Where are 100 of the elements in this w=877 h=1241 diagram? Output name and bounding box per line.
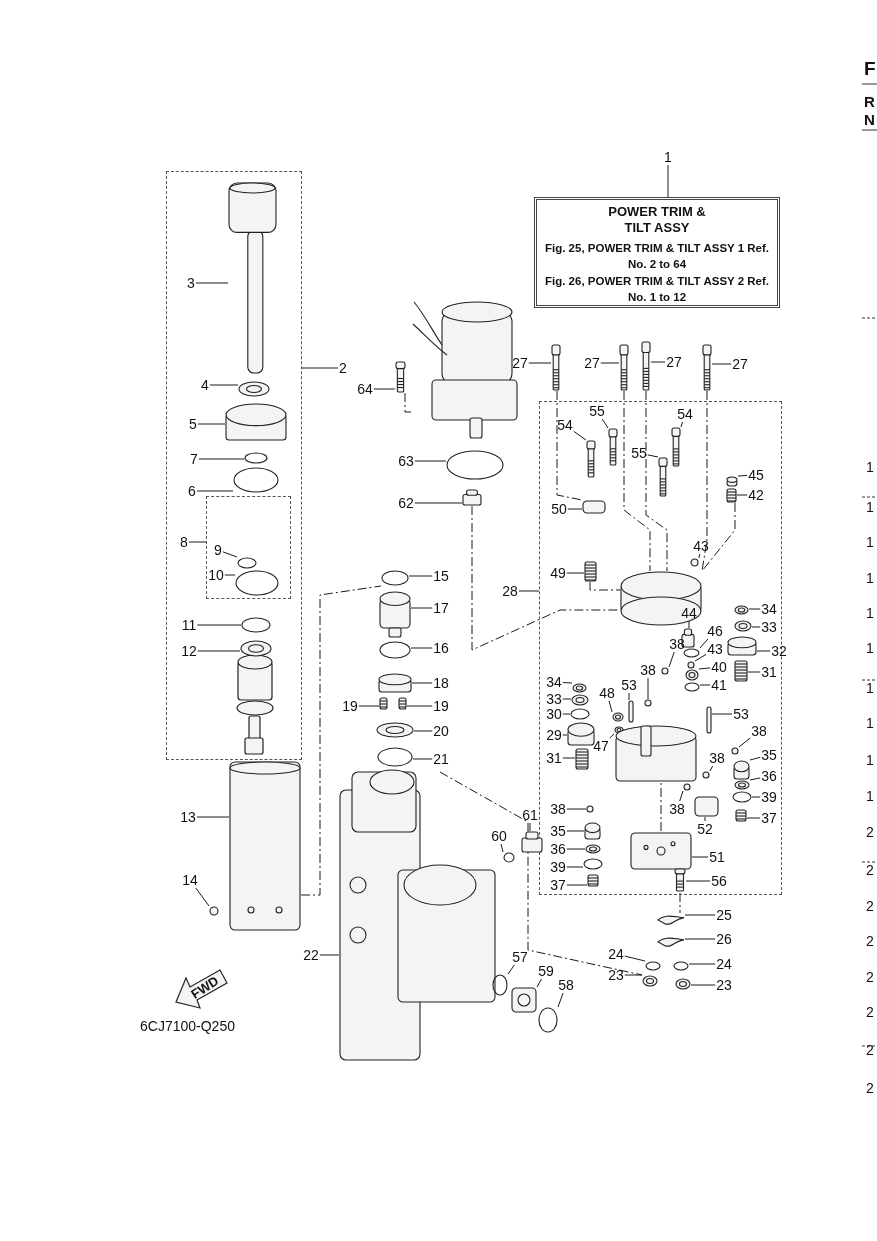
manifold-drawing	[620, 571, 702, 626]
callout-number: 7	[190, 452, 198, 466]
washer-drawing	[571, 694, 589, 706]
bolt-drawing	[671, 427, 681, 467]
callout-number: 43	[693, 539, 709, 553]
leader-line	[358, 705, 380, 707]
table-row-number: 1	[866, 788, 874, 804]
centerline	[679, 892, 681, 914]
leader-line	[562, 682, 573, 684]
plug-drawing	[521, 831, 543, 853]
bolt-drawing	[674, 868, 686, 892]
callout-number: 11	[181, 618, 197, 632]
callout-number: 10	[208, 568, 224, 582]
leader-line	[698, 667, 711, 670]
callout-number: 38	[669, 802, 685, 816]
leader-line	[704, 816, 706, 822]
callout-number: 14	[182, 873, 198, 887]
washer-drawing	[734, 620, 752, 632]
o-ring-drawing	[241, 617, 271, 633]
table-row-number: 2	[866, 1080, 874, 1096]
valve-drawing	[511, 987, 537, 1013]
callout-number: 23	[608, 968, 624, 982]
plate-drawing	[694, 796, 719, 817]
leader-line	[566, 866, 584, 868]
callout-number: 38	[669, 637, 685, 651]
table-row-number: 2	[866, 824, 874, 840]
callout-number: 31	[761, 665, 777, 679]
bolt-drawing	[658, 457, 668, 497]
leader-line	[736, 494, 748, 496]
leader-line	[573, 430, 587, 441]
callout-number: 47	[593, 739, 609, 753]
callout-number: 20	[433, 724, 449, 738]
cylinder-drawing	[229, 761, 301, 931]
leader-line	[562, 698, 572, 700]
callout-number: 21	[433, 752, 449, 766]
callout-number: 59	[538, 964, 554, 978]
table-row-number: 2	[866, 1042, 874, 1058]
callout-number: 31	[546, 751, 562, 765]
callout-number: 19	[433, 699, 449, 713]
leader-line	[667, 164, 669, 198]
callout-number: 27	[512, 356, 528, 370]
washer-drawing	[685, 669, 699, 681]
callout-number: 26	[716, 932, 732, 946]
callout-number: 63	[398, 454, 414, 468]
spring-drawing	[734, 660, 748, 682]
leader-line	[198, 458, 245, 460]
valve-cap-drawing	[733, 760, 750, 780]
o-ring-drawing	[235, 570, 279, 596]
callout-number: 37	[550, 878, 566, 892]
leader-line	[650, 361, 666, 363]
leader-line	[608, 700, 613, 713]
callout-number: 54	[677, 407, 693, 421]
callout-number: 51	[709, 850, 725, 864]
spring-drawing	[398, 697, 407, 710]
callout-number: 6	[188, 484, 196, 498]
leader-line	[412, 758, 433, 760]
washer-drawing	[675, 978, 691, 990]
callout-number: 40	[711, 660, 727, 674]
leader-line	[566, 808, 587, 810]
table-row-number: 2	[866, 969, 874, 985]
leader-line	[562, 734, 568, 736]
leader-line	[684, 914, 716, 916]
callout-number: 39	[550, 860, 566, 874]
leader-line	[411, 682, 433, 684]
callout-number: 3	[187, 276, 195, 290]
washer-drawing	[572, 683, 587, 693]
callout-number: 24	[716, 957, 732, 971]
table-row-number: 2	[866, 862, 874, 878]
table-row-number: 1	[866, 680, 874, 696]
callout-number: 12	[181, 644, 197, 658]
callout-number: 25	[716, 908, 732, 922]
valve-cap-drawing	[584, 822, 601, 840]
centerline	[701, 502, 736, 572]
leader-line	[749, 756, 761, 761]
washer-drawing	[238, 381, 270, 397]
drawing-code: 6CJ7100-Q250	[140, 1018, 235, 1034]
table-row-number: 1	[866, 752, 874, 768]
spring-drawing	[726, 488, 737, 503]
callout-number: 44	[681, 606, 697, 620]
callout-number: 35	[761, 748, 777, 762]
leader-line	[557, 992, 564, 1008]
callout-number: 54	[557, 418, 573, 432]
callout-number: 27	[732, 357, 748, 371]
washer-drawing	[734, 605, 749, 615]
callout-number: 9	[214, 543, 222, 557]
leader-line	[746, 817, 761, 819]
leader-line	[414, 502, 463, 504]
leader-line	[668, 651, 675, 668]
o-ring-drawing	[237, 557, 257, 569]
centerline	[701, 390, 708, 572]
leader-line	[197, 650, 241, 652]
reference-box	[534, 197, 780, 308]
spring-drawing	[584, 561, 597, 582]
callout-number: 18	[433, 676, 449, 690]
leader-line	[709, 765, 714, 772]
pin-drawing	[628, 700, 634, 723]
leader-line	[688, 620, 690, 629]
callout-number: 45	[748, 468, 764, 482]
centerline	[589, 581, 621, 591]
callout-number: 52	[697, 822, 713, 836]
